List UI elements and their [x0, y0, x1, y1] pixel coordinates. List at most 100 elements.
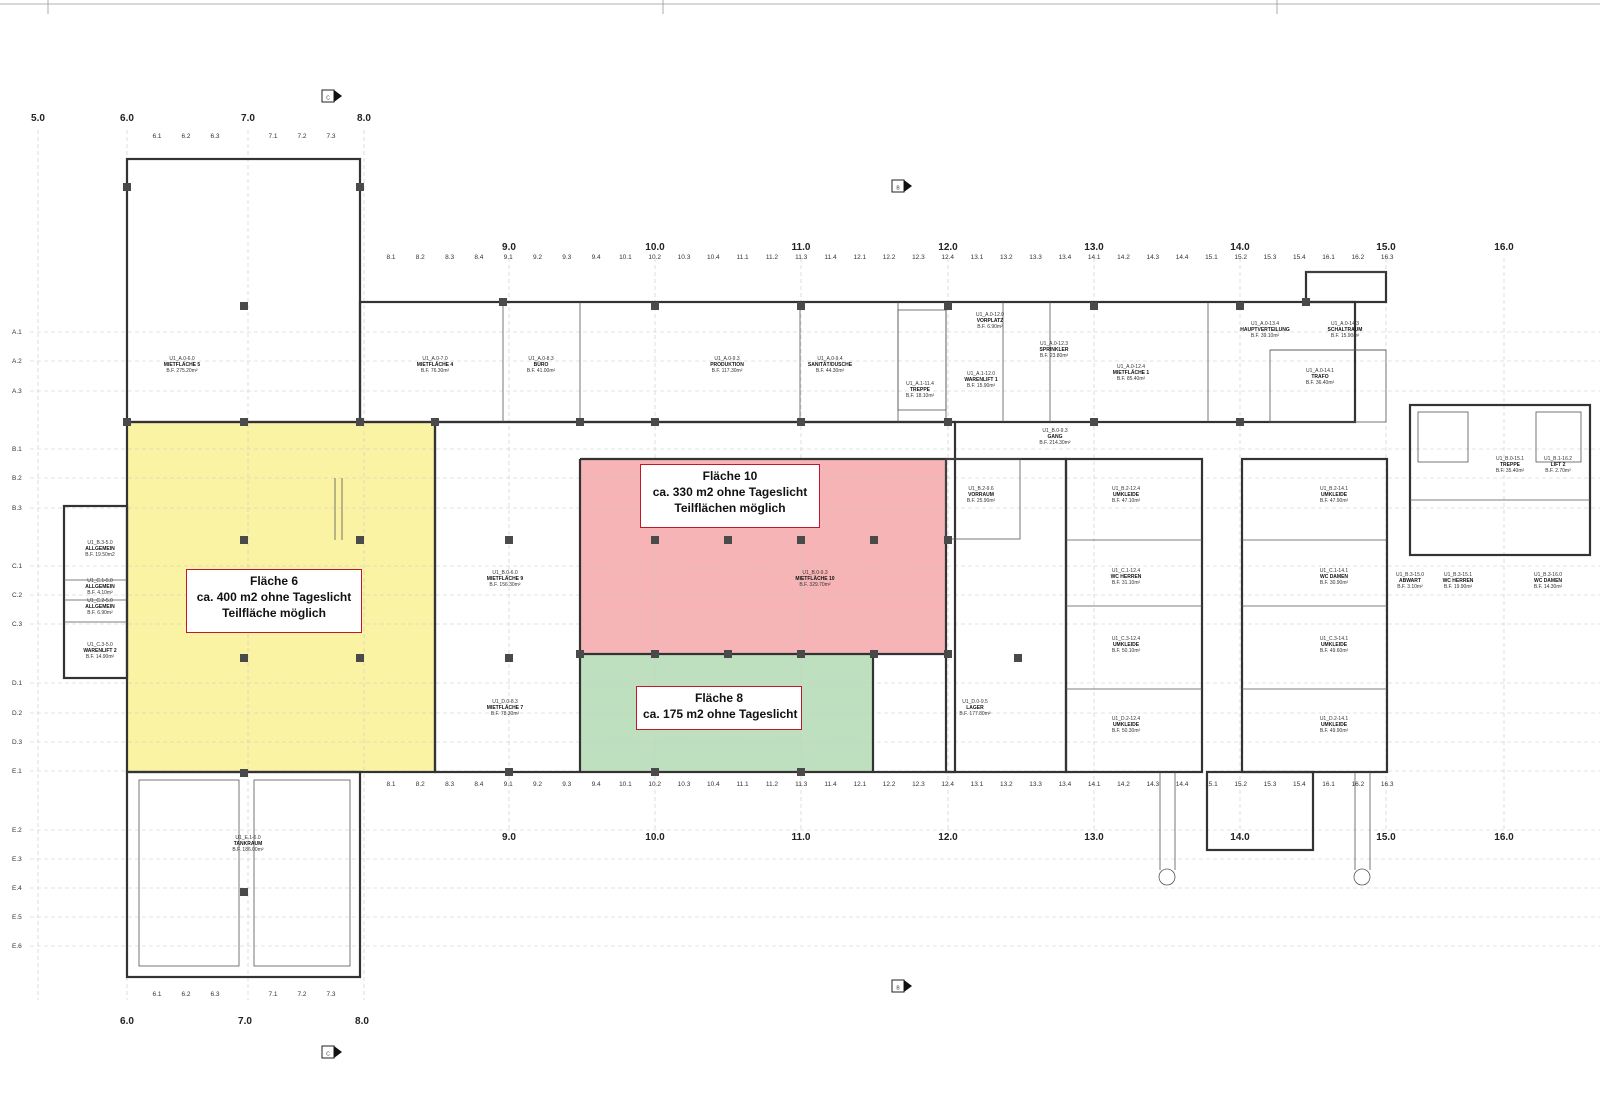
room-area: B.F. 50.30m² [1112, 728, 1141, 734]
room-id: U1_A.1-11.4 [906, 381, 934, 387]
axis-label-mid-bottom: 12.0 [938, 832, 958, 843]
axis-sublabel-mid-bottom: 12.1 [853, 781, 866, 788]
column-marker [944, 536, 952, 544]
room-name: WC DAMEN [1320, 574, 1348, 580]
room-area: B.F. 3.10m² [1397, 584, 1423, 590]
row-label: D.2 [12, 710, 23, 717]
axis-label-top: 8.0 [357, 113, 371, 124]
room-id: U1_D.2-14.1 [1320, 716, 1349, 722]
axis-sublabel-mid-top: 11.1 [737, 254, 750, 261]
room-name: ALLGEMEIN [85, 546, 115, 552]
column-marker [797, 768, 805, 776]
axis-sublabel-mid-bottom: 11.2 [766, 781, 779, 788]
room-name: MIETFLÄCHE 4 [417, 361, 454, 368]
column-marker [651, 768, 659, 776]
axis-label-mid-top: 13.0 [1084, 242, 1104, 253]
column-marker [240, 536, 248, 544]
axis-sublabel-mid-top: 14.3 [1146, 254, 1159, 261]
walls [62, 157, 1592, 979]
axis-sublabel-mid-bottom: 14.3 [1146, 781, 1159, 788]
row-label: A.3 [12, 388, 22, 395]
row-label: B.2 [12, 475, 22, 482]
room-name: TANKRAUM [234, 841, 263, 847]
axis-sublabel-top: 7.2 [297, 133, 306, 140]
row-label: E.2 [12, 827, 22, 834]
axis-sublabel-mid-bottom: 10.3 [678, 781, 691, 788]
axis-sublabel-mid-bottom: 9.3 [562, 781, 571, 788]
axis-sublabel-mid-bottom: 8.4 [474, 781, 483, 788]
axis-label-bottom: 8.0 [355, 1016, 369, 1027]
axis-sublabel-mid-bottom: 12.3 [912, 781, 925, 788]
axis-sublabel-mid-top: 11.4 [824, 254, 837, 261]
room-id: U1_B.1-16.2 [1544, 456, 1572, 462]
axis-sublabel-mid-top: 12.1 [853, 254, 866, 261]
room-name: VORRAUM [968, 492, 994, 498]
room-name: UMKLEIDE [1113, 642, 1140, 648]
room-area: B.F. 19.90m² [1444, 584, 1473, 590]
axis-sublabel-mid-top: 16.3 [1381, 254, 1394, 261]
axis-sublabel-mid-bottom: 10.1 [619, 781, 632, 788]
axis-sublabel-mid-bottom: 8.1 [386, 781, 395, 788]
room-area: B.F. 36.40m² [1306, 380, 1335, 386]
room-area: B.F. 15.90m² [967, 383, 996, 389]
room-id: U1_B.2-14.1 [1320, 486, 1348, 492]
column-marker [724, 536, 732, 544]
room-name: WC DAMEN [1534, 578, 1562, 584]
axis-sublabel-mid-top: 10.2 [648, 254, 661, 261]
column-marker [576, 650, 584, 658]
axis-label-mid-bottom: 15.0 [1376, 832, 1396, 843]
room-name: BÜRO [534, 361, 549, 368]
room-name: HAUPTVERTEILUNG [1240, 327, 1290, 333]
axis-sublabel-mid-bottom: 13.1 [971, 781, 984, 788]
column-marker [1090, 418, 1098, 426]
room-area: B.F. 76.30m² [421, 368, 450, 374]
zone-flaeche-6-ext [360, 740, 435, 772]
callout-flaeche-6-area: ca. 400 m2 ohne Tageslicht [196, 590, 352, 604]
axis-sublabel-mid-bottom: 16.1 [1322, 781, 1335, 788]
room-id: U1_C.1-12.4 [1112, 568, 1141, 574]
row-label: C.2 [12, 592, 23, 599]
room-id: U1_C.3-12.4 [1112, 636, 1141, 642]
axis-sublabel-bottom: 7.2 [297, 991, 306, 998]
row-label: C.1 [12, 563, 23, 570]
column-marker [240, 769, 248, 777]
axis-sublabel-mid-top: 14.2 [1117, 254, 1130, 261]
room-name: MIETFLÄCHE 9 [487, 575, 524, 582]
axis-sublabel-mid-top: 15.1 [1205, 254, 1218, 261]
room-area: B.F. 6.90m² [977, 324, 1003, 330]
room-name: WC HERREN [1443, 578, 1474, 584]
axis-sublabel-mid-bottom: 15.1 [1205, 781, 1218, 788]
column-marker [1090, 302, 1098, 310]
row-label: E.5 [12, 914, 22, 921]
axis-sublabel-mid-top: 13.1 [971, 254, 984, 261]
room-id: U1_A.0-9.4 [817, 356, 843, 362]
section-mark: B [891, 179, 912, 193]
room-name: MIETFLÄCHE 10 [795, 575, 834, 582]
section-mark: C [321, 89, 342, 103]
room-id: U1_B.2-12.4 [1112, 486, 1140, 492]
axis-label-top: 6.0 [120, 113, 134, 124]
room-area: B.F. 15.90m² [1331, 333, 1360, 339]
axis-sublabel-mid-bottom: 16.3 [1381, 781, 1394, 788]
column-marker [431, 418, 439, 426]
column-marker [356, 536, 364, 544]
column-marker [505, 536, 513, 544]
axis-sublabel-mid-top: 15.2 [1234, 254, 1247, 261]
room-id: U1_A.0-12.4 [1117, 364, 1145, 370]
axis-sublabel-top: 7.1 [268, 133, 277, 140]
column-marker [505, 768, 513, 776]
room-area: B.F. 275.20m² [166, 368, 197, 374]
room-area: B.F. 49.90m² [1320, 728, 1349, 734]
row-label: A.1 [12, 329, 22, 336]
